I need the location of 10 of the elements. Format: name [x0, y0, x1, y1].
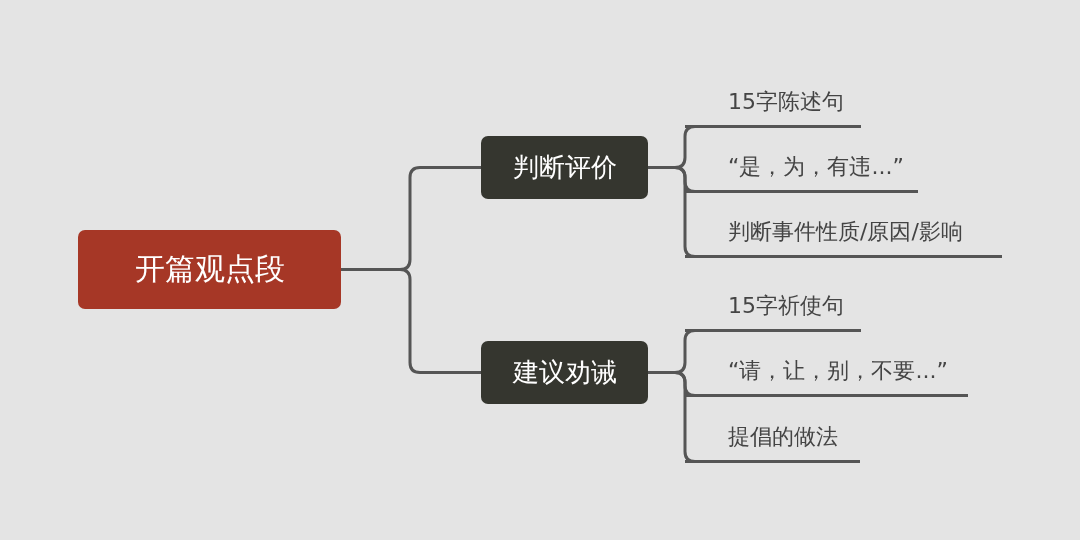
underlined-label: “请，让，别，不要...”	[685, 351, 968, 397]
underlined-label: “是，为，有违...”	[685, 147, 918, 193]
underlined-label: 15字祈使句	[685, 286, 861, 332]
topic-box: 开篇观点段	[78, 230, 341, 309]
underlined-label: 提倡的做法	[685, 417, 860, 463]
connector-line	[341, 268, 481, 374]
branch-box: 建议劝诫	[481, 341, 648, 404]
branch-box: 判断评价	[481, 136, 648, 199]
underlined-label: 判断事件性质/原因/影响	[685, 212, 1002, 258]
underlined-label: 15字陈述句	[685, 82, 861, 128]
